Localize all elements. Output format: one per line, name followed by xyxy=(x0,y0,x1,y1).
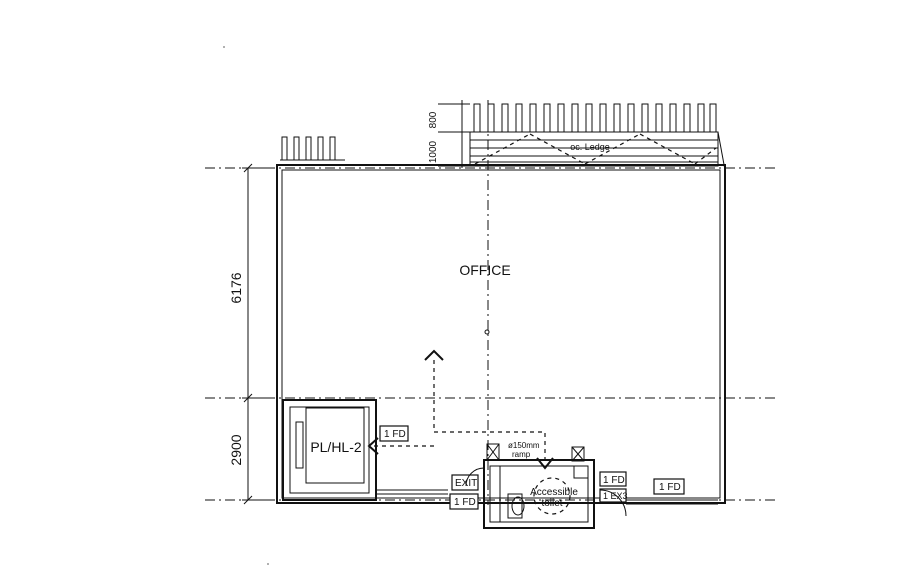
office-label: OFFICE xyxy=(459,262,510,278)
deck-right-wall xyxy=(717,131,726,171)
svg-text:1 FD: 1 FD xyxy=(659,482,681,493)
toilet-label-line1: Accessible xyxy=(530,487,578,498)
rail-dimension-b: 1000 xyxy=(428,140,439,163)
toilet-core xyxy=(376,443,718,529)
rail-dimension-a: 800 xyxy=(428,111,439,128)
svg-text:1 EX3: 1 EX3 xyxy=(603,491,628,501)
ramp-note-line2: ramp xyxy=(512,450,531,459)
left-railing xyxy=(280,136,470,166)
lift-label: PL/HL-2 xyxy=(310,439,362,455)
dimension-lower-bay: 2900 xyxy=(228,434,244,465)
scan-dot xyxy=(267,563,269,565)
toilet-label-line2: toilet xyxy=(541,498,562,509)
ramp-note-line1: ø150mm xyxy=(508,441,540,450)
office-walls xyxy=(276,164,726,504)
deck-note: oc. Ledge xyxy=(570,142,610,152)
office-marker xyxy=(484,329,490,335)
svg-text:1 FD: 1 FD xyxy=(384,429,406,440)
dimension-line xyxy=(242,163,268,505)
exit-sign: EXIT xyxy=(451,474,479,491)
svg-text:1 FD: 1 FD xyxy=(454,497,476,508)
scan-dot xyxy=(223,46,225,48)
dimension-upper-bay: 6176 xyxy=(228,272,244,303)
fire-door-tag-exit: 1 FD xyxy=(449,493,479,510)
lift-block xyxy=(282,399,377,501)
fire-door-tag-lift: 1 FD xyxy=(379,425,409,442)
toilet-door-tag: 1 EX3 xyxy=(599,488,628,503)
fire-door-tag-right: 1 FD xyxy=(653,478,685,495)
fire-door-tag-toilet: 1 FD xyxy=(599,471,627,487)
turning-circle xyxy=(533,477,571,515)
svg-text:1 FD: 1 FD xyxy=(603,475,625,486)
rail-dimension xyxy=(438,100,470,168)
top-railing xyxy=(469,103,719,167)
